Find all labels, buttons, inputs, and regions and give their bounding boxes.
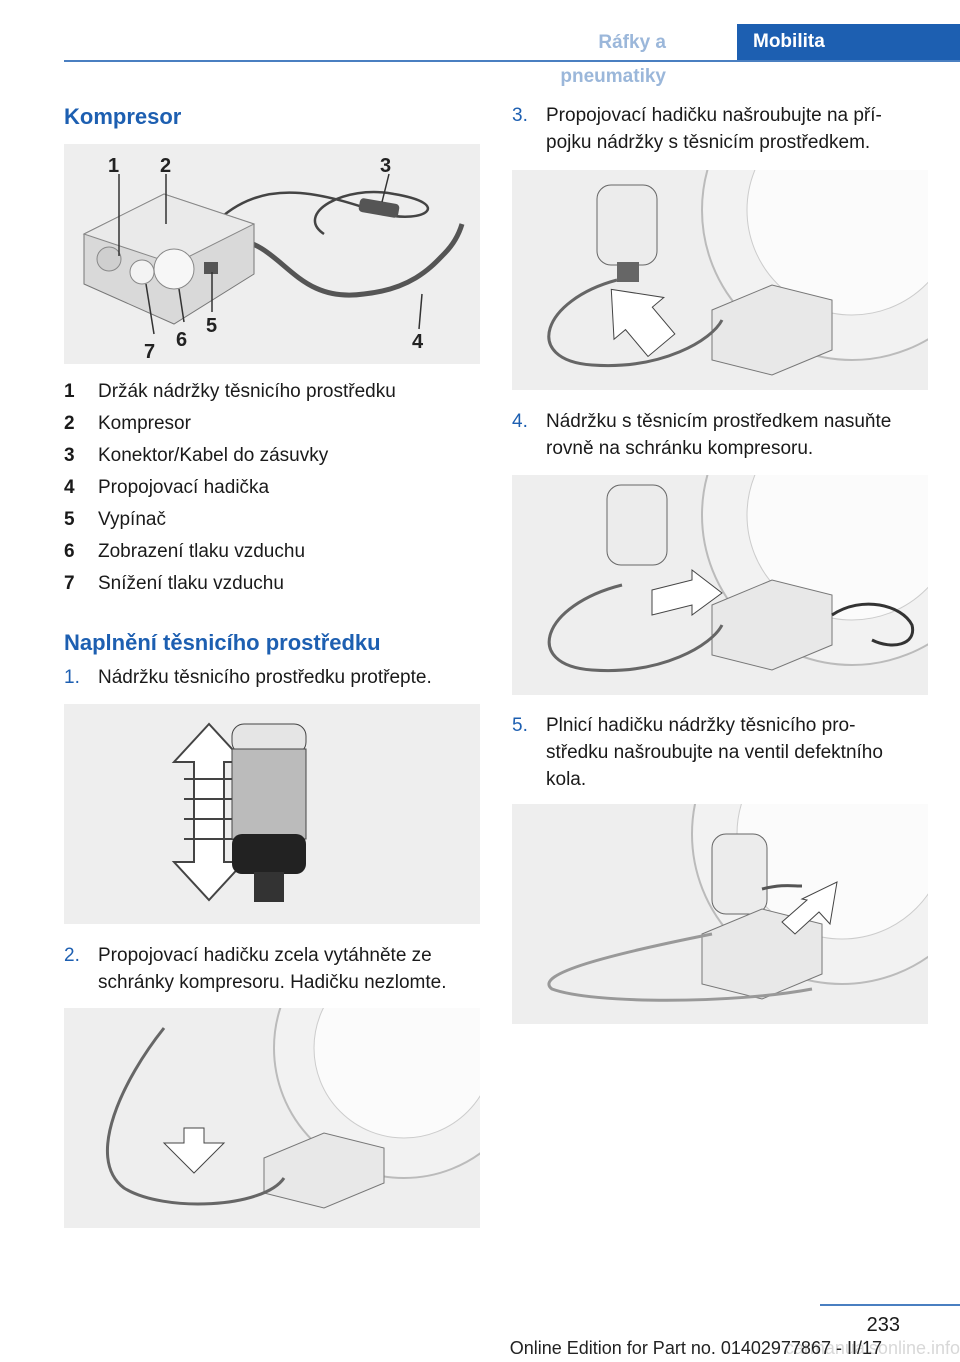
legend-text: Konektor/Kabel do zásuvky: [98, 445, 329, 466]
compressor-illustration: 1 2 3 4 5 6 7: [82, 155, 465, 363]
attach-valve-illustration: [547, 804, 928, 1002]
step-1: 1. Nádržku těsnicího prostředku protřept…: [64, 664, 480, 691]
compressor-figure: 1 2 3 4 5 6 7: [64, 144, 480, 364]
legend-item: 3 Konektor/Kabel do zásuvky: [64, 440, 484, 472]
step-5: 5. Plnicí hadičku nádržky těsnicího pro‐…: [512, 712, 932, 793]
legend-num: 3: [64, 445, 75, 466]
step-3: 3. Propojovací hadičku našroubujte na př…: [512, 102, 932, 156]
mount-bottle-illustration: [547, 475, 928, 673]
edition-text: Online Edition for Part no. 01402977867 …: [509, 1338, 882, 1358]
legend-num: 2: [64, 413, 75, 434]
callout-7: 7: [144, 341, 155, 363]
step-text: schránky kompresoru. Hadičku nezlomte.: [98, 972, 447, 993]
shake-bottle-illustration: [171, 722, 307, 902]
connect-hose-illustration: [547, 170, 928, 376]
compressor-legend: 1 Držák nádržky těsnicího prostředku 2 Kom…: [64, 376, 484, 600]
callout-4: 4: [412, 331, 424, 353]
pull-hose-figure: [64, 1008, 480, 1228]
legend-text: Propojovací hadička: [98, 477, 270, 498]
legend-item: 6 Zobrazení tlaku vzduchu: [64, 536, 484, 568]
watermark: carmanualsonline.info: [784, 1338, 960, 1358]
step-number: 1.: [64, 667, 80, 688]
legend-item: 1 Držák nádržky těsnicího prostředku: [64, 376, 484, 408]
legend-text: Kompresor: [98, 413, 191, 434]
step-text: Propojovací hadičku našroubujte na pří‐: [546, 105, 882, 126]
legend-num: 1: [64, 381, 75, 402]
callout-1: 1: [108, 155, 119, 177]
step-text: kola.: [546, 769, 587, 790]
callout-2: 2: [160, 155, 171, 177]
header-section: Ráfky a pneumatiky: [560, 32, 666, 87]
legend-item: 7 Snížení tlaku vzduchu: [64, 568, 484, 600]
step-4: 4. Nádržku s těsnicím prostředkem nasuňt…: [512, 408, 932, 462]
connect-hose-figure: [512, 170, 928, 390]
legend-num: 5: [64, 509, 75, 530]
step-text: středku našroubujte na ventil defektního: [546, 742, 883, 763]
section-title-compressor: Kompresor: [64, 104, 182, 129]
callout-5: 5: [206, 315, 217, 337]
legend-text: Zobrazení tlaku vzduchu: [98, 541, 306, 562]
step-text: Propojovací hadičku zcela vytáhněte ze: [98, 945, 432, 966]
step-text: Plnicí hadičku nádržky těsnicího pro‐: [546, 715, 856, 736]
step-text: Nádržku těsnicího prostředku protřepte.: [98, 667, 432, 688]
step-text: rovně na schránku kompresoru.: [546, 438, 814, 459]
legend-item: 5 Vypínač: [64, 504, 484, 536]
step-2: 2. Propojovací hadičku zcela vytáhněte z…: [64, 942, 480, 996]
header-rule: [64, 60, 960, 62]
legend-item: 4 Propojovací hadička: [64, 472, 484, 504]
legend-text: Vypínač: [98, 509, 166, 530]
legend-item: 2 Kompresor: [64, 408, 484, 440]
pull-hose-illustration: [106, 1008, 480, 1209]
shake-bottle-figure: [64, 704, 480, 924]
page-number: 233: [866, 1314, 900, 1336]
callout-6: 6: [176, 329, 187, 351]
step-text: pojku nádržky s těsnicím prostředkem.: [546, 132, 871, 153]
step-number: 4.: [512, 411, 528, 432]
attach-valve-figure: [512, 804, 928, 1024]
legend-num: 6: [64, 541, 75, 562]
legend-text: Snížení tlaku vzduchu: [98, 573, 284, 594]
footer-rule: [820, 1304, 960, 1306]
step-number: 2.: [64, 945, 80, 966]
mount-bottle-figure: [512, 475, 928, 695]
legend-num: 4: [64, 477, 75, 498]
step-text: Nádržku s těsnicím prostředkem nasuňte: [546, 411, 892, 432]
legend-num: 7: [64, 573, 75, 594]
step-number: 3.: [512, 105, 528, 126]
header-tab: Mobilita: [737, 24, 960, 60]
step-number: 5.: [512, 715, 528, 736]
legend-text: Držák nádržky těsnicího prostředku: [98, 381, 396, 402]
section-title-filling: Naplnění těsnicího prostředku: [64, 630, 381, 655]
callout-3: 3: [380, 155, 391, 177]
